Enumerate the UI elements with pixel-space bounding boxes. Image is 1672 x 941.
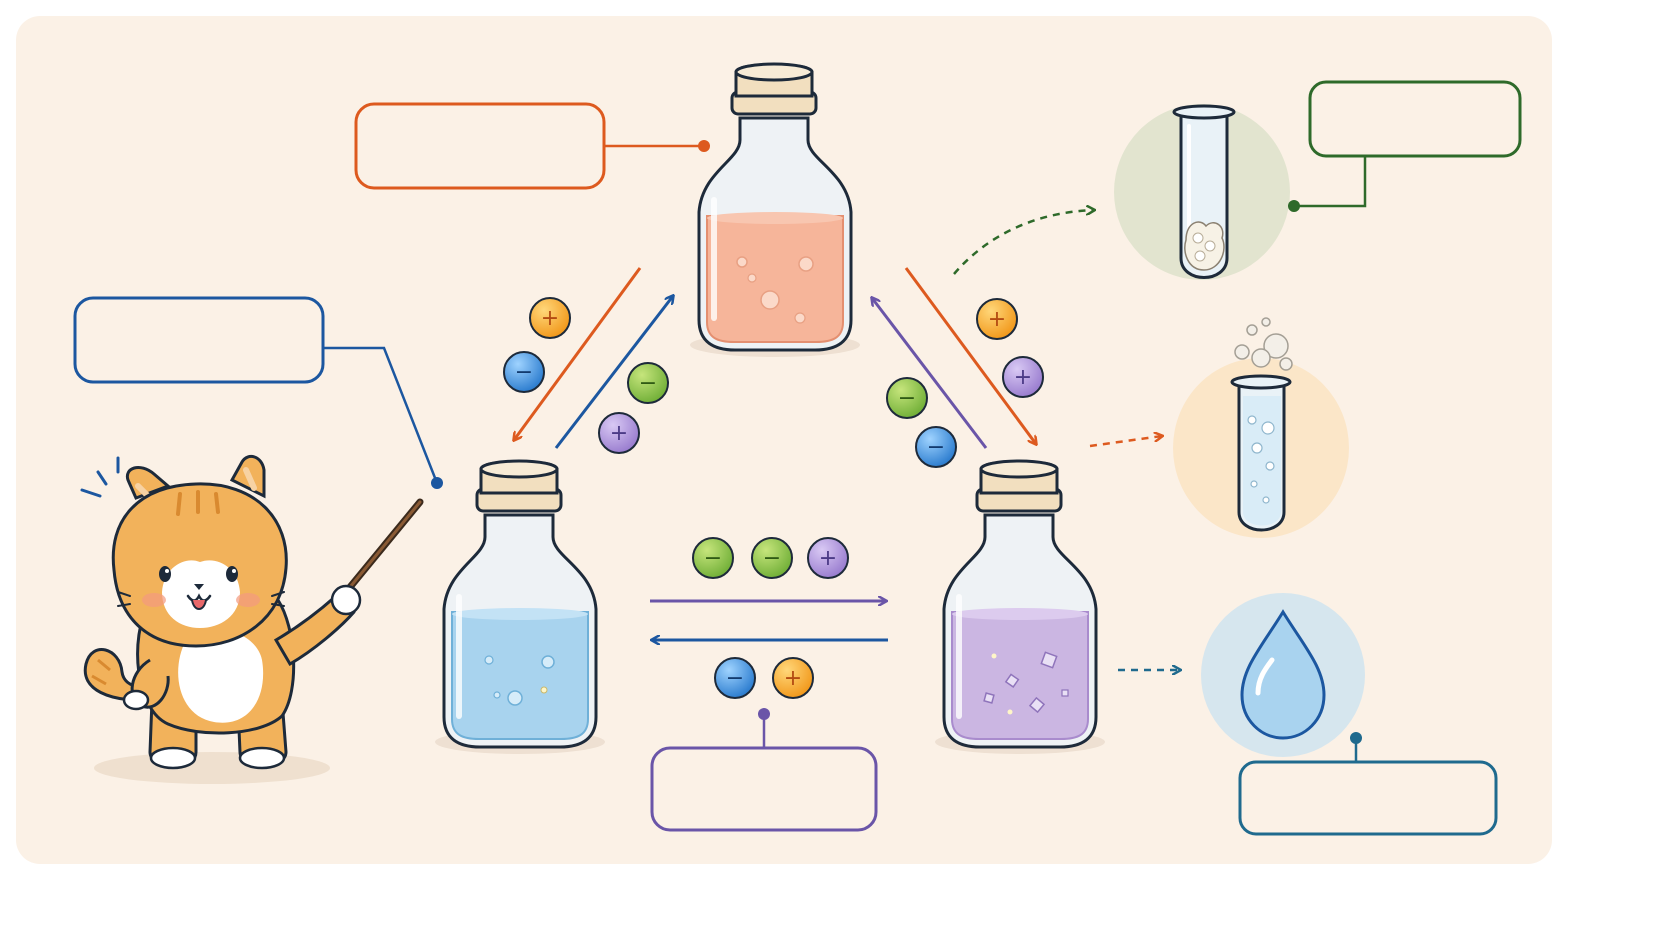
ion-symbol: − [639,371,657,396]
gas-bubbling-test-tube [1173,317,1349,538]
arrow-top-to-right [904,267,1036,444]
ion-symbol: + [1014,365,1032,390]
ion-symbol: − [726,666,744,691]
arrow-to-precipitate [953,210,1094,275]
negative-ion-green: − [692,537,734,579]
positive-ion-purple: + [807,537,849,579]
label-top-bottle [354,102,710,190]
positive-ion-orange: + [976,298,1018,340]
orange-solution-bottle [690,62,860,357]
negative-ion-blue: − [503,351,545,393]
ion-symbol: + [541,306,559,331]
ion-symbol: + [784,666,802,691]
cat-mascot [80,454,424,784]
ion-symbol: − [927,435,945,460]
water-drop-icon [1201,593,1365,757]
ion-symbol: − [704,546,722,571]
negative-ion-blue: − [714,657,756,699]
label-water [1238,732,1498,836]
negative-ion-green: − [751,537,793,579]
blue-solution-bottle [435,459,605,754]
label-precipitate [1288,80,1522,212]
arrow-right-to-top [872,298,988,449]
label-exchange [650,708,878,832]
negative-ion-green: − [627,362,669,404]
positive-ion-orange: + [529,297,571,339]
ion-symbol: + [610,421,628,446]
positive-ion-purple: + [1002,356,1044,398]
positive-ion-orange: + [772,657,814,699]
ion-symbol: − [898,386,916,411]
ion-symbol: − [515,360,533,385]
ion-symbol: + [819,546,837,571]
positive-ion-purple: + [598,412,640,454]
arrow-left-to-top [554,296,673,449]
excitement-marks [80,456,120,498]
arrow-top-to-left [514,267,642,440]
purple-solution-bottle [935,459,1105,754]
label-cat-pointer [73,296,443,489]
ion-symbol: + [988,307,1006,332]
ion-symbol: − [763,546,781,571]
negative-ion-blue: − [915,426,957,468]
negative-ion-green: − [886,377,928,419]
precipitate-test-tube [1114,104,1290,280]
